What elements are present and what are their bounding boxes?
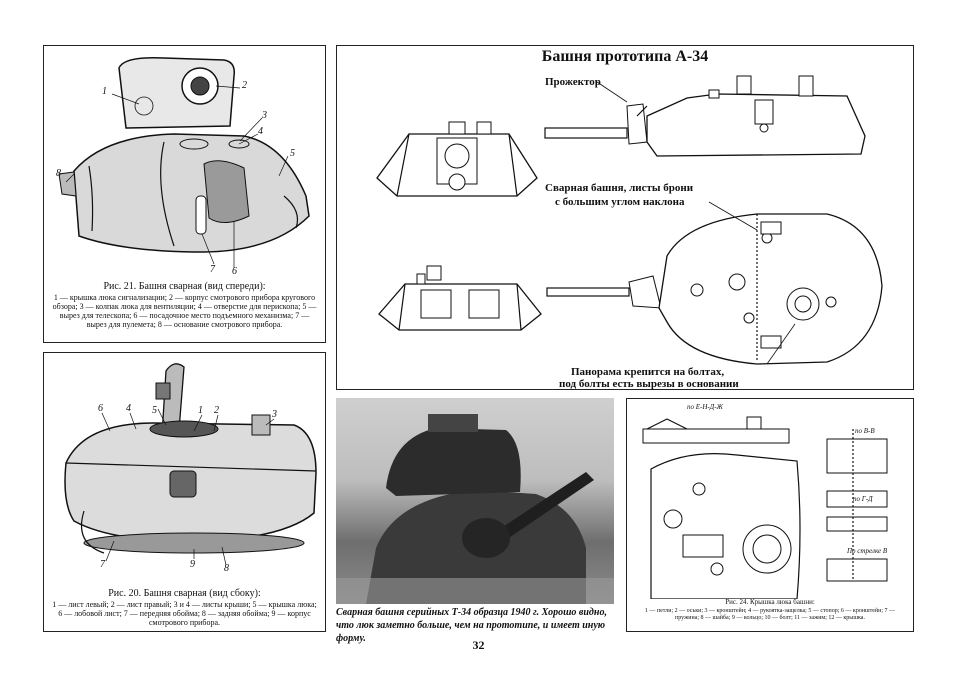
prototype-turret-panel: Башня прототипа А-34: [336, 45, 914, 390]
turret-photo: [336, 398, 614, 604]
fig21-label-2: 2: [242, 80, 247, 91]
fig21-legend: 1 — крышка люка сигнализации; 2 — корпус…: [52, 293, 317, 329]
fig24-title: Рис. 24. Крышка люка башни:: [725, 598, 815, 606]
prototype-title: Башня прототипа А-34: [541, 48, 709, 65]
fig21-label-1: 1: [102, 86, 107, 97]
fig20-label-3: 3: [272, 409, 277, 420]
fig20-label-1: 1: [198, 405, 203, 416]
callout-welded-line1: Сварная башня, листы брони: [545, 182, 694, 194]
callout-panorama-line1: Панорама крепится на болтах,: [571, 366, 725, 378]
fig24-section-4: По стрелке В: [847, 547, 888, 555]
callout-panorama-line2: под болты есть вырезы в основании: [559, 378, 739, 390]
fig21-label-4: 4: [258, 126, 263, 137]
fig20-title: Рис. 20. Башня сварная (вид сбоку):: [108, 588, 261, 599]
fig21-label-7: 7: [210, 264, 215, 275]
fig24-caption: Рис. 24. Крышка люка башни: 1 — петли; 2…: [633, 599, 907, 622]
photo-silhouette: [336, 414, 614, 604]
fig20-label-4: 4: [126, 403, 131, 414]
fig20-label-6: 6: [98, 403, 103, 414]
fig20-label-8: 8: [224, 563, 229, 574]
photo-caption: Сварная башня серийных Т-34 образца 1940…: [336, 607, 607, 644]
hatch-drawing: [642, 416, 888, 599]
fig24-section-1: по Е-Н-Д-Ж: [687, 403, 723, 411]
figure-21-panel: 1 2 3 4 5 6 7 8 Рис. 21. Башня сварная (…: [43, 45, 326, 343]
fig20-legend: 1 — лист левый; 2 — лист правый; 3 и 4 —…: [52, 600, 317, 627]
fig20-caption: Рис. 20. Башня сварная (вид сбоку): 1 — …: [50, 588, 319, 628]
fig24-legend: 1 — петли; 2 — оськи; 3 — кронштейн; 4 —…: [644, 608, 896, 621]
fig20-label-5: 5: [152, 405, 157, 416]
fig21-label-6: 6: [232, 266, 237, 277]
fig20-label-7: 7: [100, 559, 105, 570]
fig21-caption: Рис. 21. Башня сварная (вид спереди): 1 …: [50, 281, 319, 330]
turret-front-drawing: [58, 56, 310, 268]
fig21-label-8: 8: [56, 168, 61, 179]
figure-24-panel: по Е-Н-Д-Ж по В-В по Г-Д По стрелке В Ри…: [626, 398, 914, 632]
fig21-title: Рис. 21. Башня сварная (вид спереди):: [103, 281, 266, 292]
fig21-label-3: 3: [262, 110, 267, 121]
figure-20-panel: 6 4 5 1 2 3 7 9 8 Рис. 20. Башня сварная…: [43, 352, 326, 632]
fig24-section-3: по Г-Д: [853, 495, 873, 503]
fig20-label-2: 2: [214, 405, 219, 416]
callout-welded-line2: с большим углом наклона: [555, 196, 685, 208]
fig20-label-9: 9: [190, 559, 195, 570]
page-number: 32: [472, 638, 485, 652]
turret-side-drawing: [64, 363, 317, 566]
prototype-drawings: [376, 75, 883, 365]
fig21-label-5: 5: [290, 148, 295, 159]
callout-projector: Прожектор: [545, 76, 601, 88]
fig24-section-2: по В-В: [855, 427, 875, 435]
